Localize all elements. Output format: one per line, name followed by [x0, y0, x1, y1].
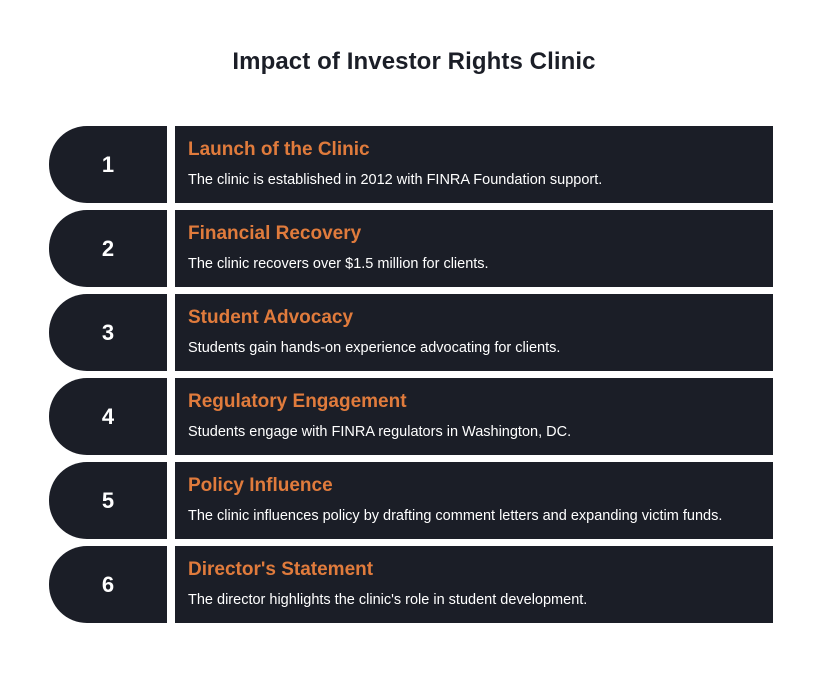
- step-item-1: 1 Launch of the Clinic The clinic is est…: [49, 126, 773, 203]
- step-item-2: 2 Financial Recovery The clinic recovers…: [49, 210, 773, 287]
- step-heading: Director's Statement: [188, 559, 374, 580]
- step-item-4: 4 Regulatory Engagement Students engage …: [49, 378, 773, 455]
- step-heading: Student Advocacy: [188, 307, 354, 328]
- step-number: 4: [101, 403, 115, 429]
- step-heading: Financial Recovery: [188, 223, 362, 244]
- step-heading: Policy Influence: [188, 475, 333, 496]
- step-number-tab: 4: [49, 378, 167, 455]
- step-description: The clinic is established in 2012 with F…: [188, 172, 603, 188]
- step-description: Students gain hands-on experience advoca…: [188, 340, 561, 356]
- step-number-tab: 2: [49, 210, 167, 287]
- step-item-5: 5 Policy Influence The clinic influences…: [49, 462, 773, 539]
- step-item-3: 3 Student Advocacy Students gain hands-o…: [49, 294, 773, 371]
- steps-list: 1 Launch of the Clinic The clinic is est…: [49, 126, 773, 630]
- step-description: The clinic recovers over $1.5 million fo…: [188, 256, 489, 272]
- step-heading: Launch of the Clinic: [188, 139, 370, 160]
- step-number-tab: 5: [49, 462, 167, 539]
- step-card: Director's Statement The director highli…: [175, 546, 773, 623]
- step-number: 1: [101, 151, 115, 177]
- step-card: Regulatory Engagement Students engage wi…: [175, 378, 773, 455]
- step-heading: Regulatory Engagement: [188, 391, 407, 412]
- step-card: Financial Recovery The clinic recovers o…: [175, 210, 773, 287]
- step-description: The director highlights the clinic's rol…: [188, 592, 588, 608]
- diagram-title: Impact of Investor Rights Clinic: [232, 48, 596, 75]
- step-card: Student Advocacy Students gain hands-on …: [175, 294, 773, 371]
- step-number-tab: 3: [49, 294, 167, 371]
- step-number: 2: [101, 235, 115, 261]
- step-card: Policy Influence The clinic influences p…: [175, 462, 773, 539]
- step-number: 3: [101, 319, 115, 345]
- step-number-tab: 1: [49, 126, 167, 203]
- step-number: 6: [101, 571, 115, 597]
- step-number-tab: 6: [49, 546, 167, 623]
- step-description: The clinic influences policy by drafting…: [188, 508, 723, 524]
- step-number: 5: [101, 487, 115, 513]
- step-description: Students engage with FINRA regulators in…: [188, 424, 572, 440]
- step-item-6: 6 Director's Statement The director high…: [49, 546, 773, 623]
- step-card: Launch of the Clinic The clinic is estab…: [175, 126, 773, 203]
